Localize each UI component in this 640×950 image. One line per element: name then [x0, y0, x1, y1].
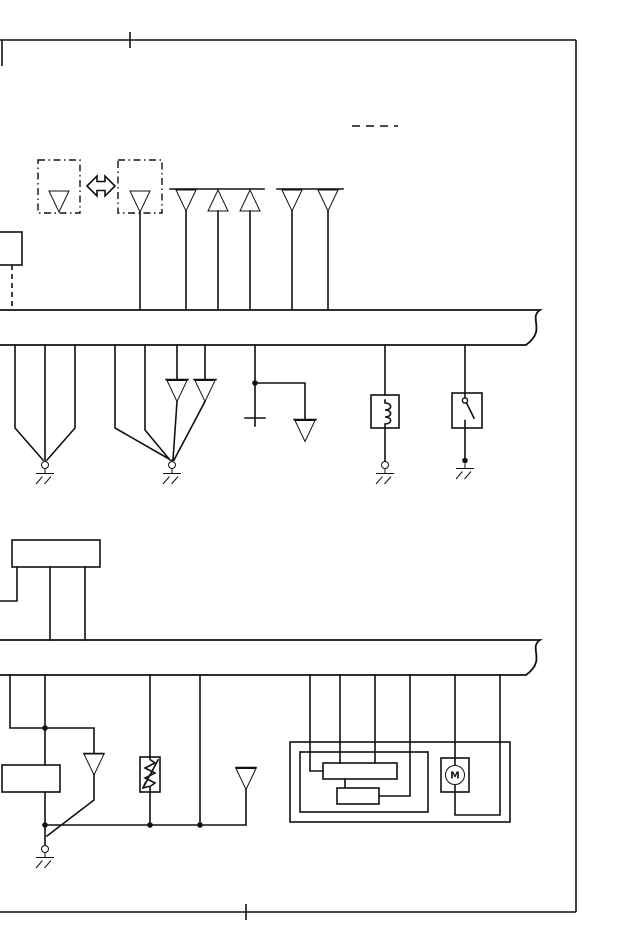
ground-icon	[35, 852, 55, 869]
variable-arrow-icon	[141, 758, 160, 790]
ground-icon	[375, 468, 395, 485]
junction-dot	[42, 725, 48, 731]
wires	[9, 674, 247, 847]
component-box	[451, 392, 483, 429]
bottom-connector-triangle	[235, 766, 257, 790]
component-box	[0, 231, 23, 266]
splice-circle-icon	[168, 461, 176, 469]
splice-circle-icon	[381, 461, 389, 469]
border-frame	[0, 39, 577, 913]
wires	[464, 344, 476, 459]
motor-icon	[445, 765, 465, 785]
wires	[114, 344, 207, 463]
wires	[14, 344, 76, 462]
connector-triangle-icon	[175, 189, 197, 212]
splice-circle-icon	[41, 461, 49, 469]
left-edge-component	[0, 231, 23, 310]
bus-bar-1	[0, 309, 543, 346]
wires-to-bus	[185, 210, 329, 311]
resistor-element-2	[336, 787, 380, 805]
coil-component	[370, 344, 400, 485]
double-arrow-icon	[85, 174, 117, 198]
coil-icon	[384, 399, 392, 429]
diagram-root: M	[0, 32, 577, 920]
motor-circuit: M	[440, 674, 501, 816]
junction-dot	[462, 457, 468, 464]
page-border	[0, 32, 577, 920]
motor-label: M	[450, 771, 459, 782]
bus-bar-2	[0, 639, 543, 676]
connector-triangle-icon	[48, 190, 70, 213]
wires	[454, 674, 501, 816]
connector-triangle-icon	[194, 380, 216, 402]
resistor-component	[139, 674, 161, 793]
top-connector-row	[169, 188, 344, 311]
connector-triangle-icon	[281, 189, 303, 212]
bottom-left-ground-branch	[1, 674, 247, 869]
control-unit-box	[0, 539, 101, 641]
junction-dot	[42, 822, 48, 828]
component-box	[11, 539, 101, 568]
mating-connector-pair	[37, 159, 163, 311]
connector-triangle-icon	[317, 189, 339, 212]
resistor-element-1	[322, 762, 398, 780]
splice-circle-icon	[41, 845, 49, 853]
ground-branch-1	[14, 344, 76, 485]
connector-triangle-icon	[166, 380, 188, 402]
ground-icon	[455, 463, 475, 480]
junction-dot	[252, 380, 258, 386]
connector-triangle-icon	[83, 753, 105, 776]
branch-splice	[244, 344, 317, 442]
connector-triangle-icon	[207, 189, 229, 212]
connector-triangle-icon	[239, 189, 261, 212]
connector-housing-left	[37, 159, 81, 214]
wires	[309, 674, 411, 797]
blower-resistor-block	[289, 674, 511, 823]
ground-icon	[35, 468, 55, 485]
junction-dot	[197, 822, 203, 828]
switch-contact-icon	[461, 397, 469, 404]
wires	[0, 566, 86, 641]
motor-box	[440, 757, 470, 793]
switch-component	[451, 344, 483, 480]
component-box	[1, 764, 61, 793]
inner-component-box	[299, 751, 429, 813]
outer-component-box	[289, 741, 511, 823]
ground-branch-2	[114, 344, 217, 485]
junction-dot	[147, 822, 153, 828]
ground-icon	[162, 468, 182, 485]
connector-triangle-icon	[294, 420, 316, 442]
connector-triangle-icon	[235, 768, 257, 790]
resistor-zigzag-icon	[143, 756, 157, 793]
connector-triangle-icon	[129, 190, 151, 213]
